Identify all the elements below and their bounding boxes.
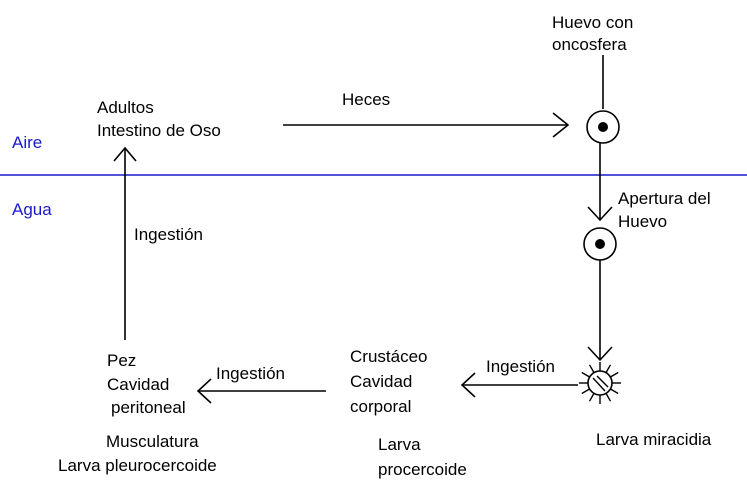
- egg-label-line2: oncosfera: [552, 35, 627, 54]
- hatching-egg-icon: [583, 227, 617, 261]
- fish-label-line4: Musculatura: [106, 432, 199, 451]
- fish-label-line2: Cavidad: [107, 375, 169, 394]
- feces-label: Heces: [342, 90, 390, 109]
- ingestion-label-crustacean: Ingestión: [486, 357, 555, 376]
- ingestion-arrow-fish: [196, 378, 326, 404]
- ingestion-arrow-adults: [113, 146, 137, 340]
- hatching-label-line1: Apertura del: [618, 189, 711, 208]
- ciliated-miracidium-icon: [579, 362, 621, 404]
- crustacean-label-line1: Crustáceo: [350, 347, 427, 366]
- adults-label-line2: Intestino de Oso: [97, 121, 221, 140]
- procercoid-label-line1: Larva: [378, 435, 421, 454]
- fish-label-line1: Pez: [107, 351, 136, 370]
- ingestion-arrow-crustacean: [460, 372, 578, 398]
- feces-arrow: [283, 112, 570, 138]
- fish-label-line3: peritoneal: [111, 398, 186, 417]
- procercoid-label-line2: procercoide: [378, 460, 467, 479]
- miracidium-label: Larva miracidia: [596, 430, 712, 449]
- water-zone-label: Agua: [12, 200, 52, 219]
- adults-label-line1: Adultos: [97, 98, 154, 117]
- air-zone-label: Aire: [12, 133, 42, 152]
- ingestion-label-adults: Ingestión: [134, 225, 203, 244]
- egg-with-oncosphere-icon: [586, 110, 620, 144]
- ingestion-label-fish: Ingestión: [216, 364, 285, 383]
- egg-label-line1: Huevo con: [552, 13, 633, 32]
- release-arrow: [587, 260, 613, 362]
- pleurocercoid-label: Larva pleurocercoide: [58, 456, 217, 475]
- hatching-arrow: [587, 143, 613, 222]
- crustacean-label-line3: corporal: [350, 397, 411, 416]
- hatching-label-line2: Huevo: [618, 212, 667, 231]
- crustacean-label-line2: Cavidad: [350, 372, 412, 391]
